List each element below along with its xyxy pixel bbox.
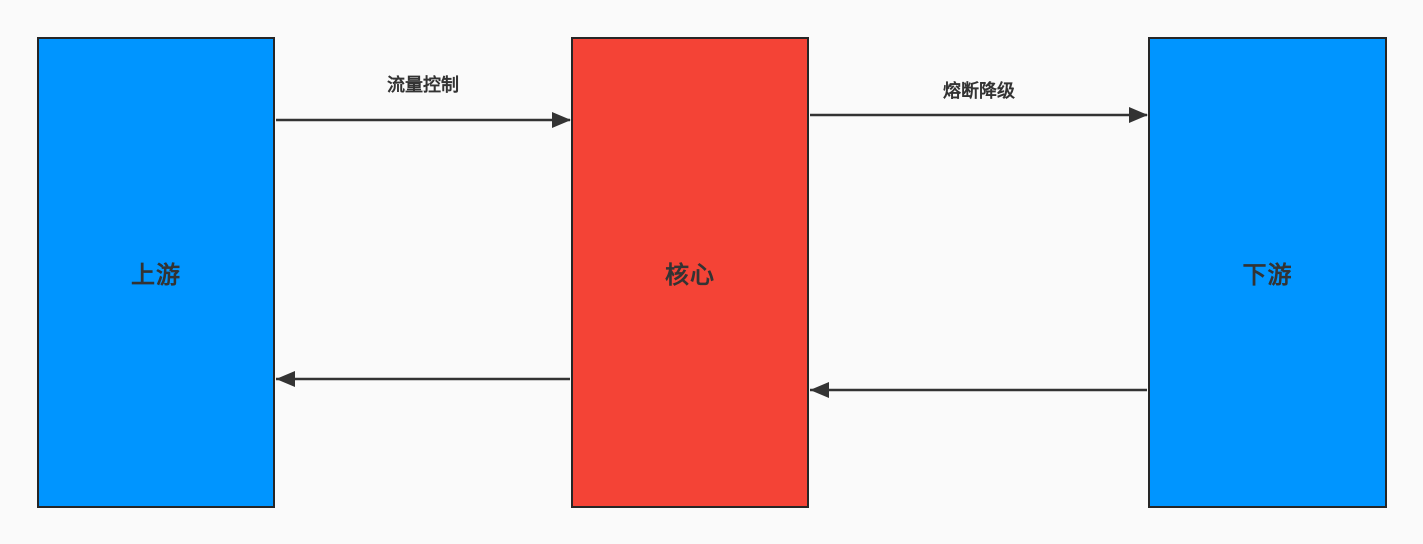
downstream-node-label: 下游 xyxy=(1242,261,1293,289)
upstream-node-label: 上游 xyxy=(131,261,181,289)
edge-upstream-to-core-arrowhead xyxy=(552,112,571,128)
upstream-node: 上游 xyxy=(37,37,275,508)
downstream-node: 下游 xyxy=(1148,37,1387,508)
edge-core-to-downstream-arrowhead xyxy=(1129,107,1148,123)
core-node-label: 核心 xyxy=(665,261,715,289)
core-node: 核心 xyxy=(571,37,809,508)
edge-downstream-to-core-arrowhead xyxy=(810,382,829,398)
circuit-breaker-label: 熔断降级 xyxy=(943,81,1015,102)
edge-core-to-upstream-arrowhead xyxy=(276,371,295,387)
flow-control-label: 流量控制 xyxy=(387,75,459,96)
